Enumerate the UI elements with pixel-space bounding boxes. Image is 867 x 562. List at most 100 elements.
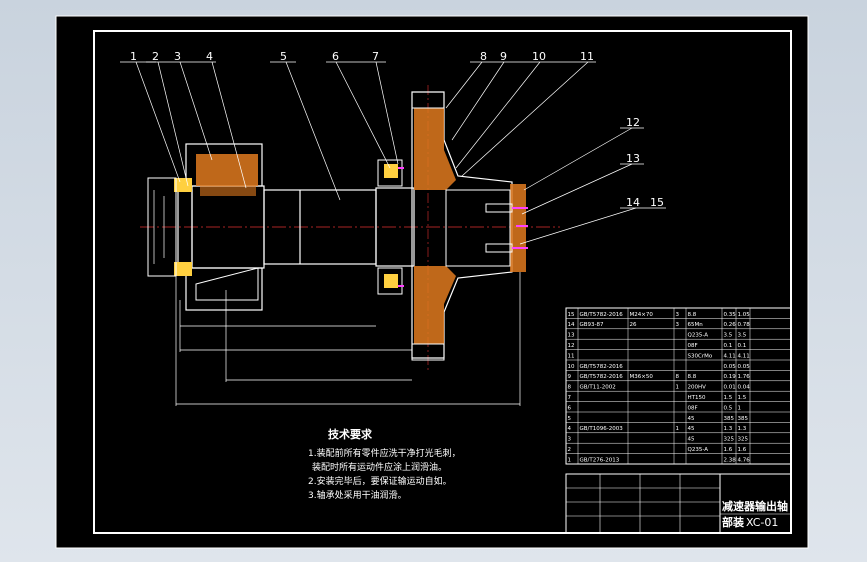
parts-table-cell: 10 <box>568 364 575 370</box>
dimension-lines <box>153 190 521 406</box>
parts-table-cell: 0.5 <box>724 405 733 411</box>
part-label-14: 14 <box>626 196 640 209</box>
parts-table-cell: 1.05 <box>738 312 751 318</box>
parts-table-cell: 08F <box>688 343 698 349</box>
parts-table-cell: 1 <box>568 457 572 463</box>
parts-table-cell: 14 <box>568 322 575 328</box>
parts-table-cell: 1.3 <box>738 426 747 432</box>
parts-table-cell: 8 <box>676 374 680 380</box>
parts-table-cell: 8.8 <box>688 312 697 318</box>
technical-requirements: 技术要求 1.装配前所有零件应洗干净打光毛刺， 装配时所有运动件应涂上润滑油。 … <box>308 427 461 501</box>
parts-table-cell: 0.19 <box>724 374 737 380</box>
part-label-10: 10 <box>532 50 546 63</box>
parts-table-cell: Q235-A <box>688 447 709 453</box>
parts-table-cell: GB93-87 <box>580 322 605 328</box>
parts-table-cell: 08F <box>688 405 698 411</box>
parts-table-cell: 65Mn <box>688 322 704 328</box>
parts-table-cell: 3 <box>568 437 572 443</box>
parts-table-cell: 13 <box>568 333 575 339</box>
tech-requirement-line: 装配时所有运动件应涂上润滑油。 <box>312 461 447 473</box>
parts-table-cell: 6 <box>568 405 572 411</box>
parts-table-cell: 385 <box>724 416 735 422</box>
part-label-7: 7 <box>372 50 379 63</box>
parts-table-cell: 45 <box>688 416 695 422</box>
parts-table-cell: 3 <box>676 312 680 318</box>
parts-table-cell: 4 <box>568 426 572 432</box>
parts-table-cell: 3 <box>676 322 680 328</box>
sheet-outer-frame <box>55 15 809 549</box>
parts-table-cell: 1.76 <box>738 374 751 380</box>
parts-table-cell: 0.05 <box>724 364 737 370</box>
flange-hub <box>411 91 526 361</box>
parts-table-cell: 0.1 <box>724 343 733 349</box>
parts-table-cell: 1.5 <box>724 395 733 401</box>
part-label-6: 6 <box>332 50 339 63</box>
parts-table-row: 6 08F 0.5 1 <box>568 405 742 411</box>
parts-table-cell: 0.78 <box>738 322 751 328</box>
parts-table-cell: 11 <box>568 353 575 359</box>
part-label-1: 1 <box>130 50 137 63</box>
parts-table-cell: 1.5 <box>738 395 747 401</box>
parts-table-cell: S30CrMo <box>688 353 713 359</box>
flange-bolts <box>485 203 528 253</box>
sheet-inner-frame <box>93 30 792 534</box>
gear <box>185 143 263 311</box>
part-label-15: 15 <box>650 196 664 209</box>
parts-table-cell: GB/T5782-2016 <box>580 374 624 380</box>
parts-table-cell: 3.5 <box>738 333 747 339</box>
part-label-13: 13 <box>626 152 640 165</box>
title-block: 减速器输出轴 部装 XC-01 <box>565 473 792 534</box>
parts-table-cell: 8.8 <box>688 374 697 380</box>
parts-table-cell: M36×50 <box>630 374 654 380</box>
parts-table-cell: GB/T1096-2003 <box>580 426 624 432</box>
part-label-3: 3 <box>174 50 181 63</box>
bearing-left <box>147 177 192 277</box>
parts-table-cell: 8 <box>568 385 572 391</box>
parts-table-cell: 9 <box>568 374 572 380</box>
parts-table-cell: 4.76 <box>738 457 751 463</box>
tech-requirement-line: 3.轴承处采用干油润滑。 <box>308 489 407 501</box>
parts-table-cell: 0.1 <box>738 343 747 349</box>
parts-table-cell: 26 <box>630 322 637 328</box>
drawing-subtitle: 部装 <box>722 515 744 529</box>
parts-table-cell: 325 <box>738 437 749 443</box>
drawing-code: XC-01 <box>746 516 778 529</box>
part-label-8: 8 <box>480 50 487 63</box>
tech-requirements-title: 技术要求 <box>328 427 373 441</box>
parts-table-cell: 5 <box>568 416 572 422</box>
leader-lines <box>120 61 666 245</box>
parts-table-cell: 0.05 <box>738 364 751 370</box>
parts-table-cell: 325 <box>724 437 735 443</box>
parts-table-cell: GB/T276-2013 <box>580 457 620 463</box>
part-label-9: 9 <box>500 50 507 63</box>
drawing-title: 减速器输出轴 <box>722 499 788 513</box>
parts-table-cell: 45 <box>688 437 695 443</box>
parts-table-cell: 45 <box>688 426 695 432</box>
part-number-labels: 1 2 3 4 5 6 7 8 9 10 11 12 13 14 15 <box>130 50 664 209</box>
parts-table-cell: 1 <box>676 385 680 391</box>
bearing-right <box>377 159 404 295</box>
parts-table-cell: 0.01 <box>724 385 736 391</box>
part-label-5: 5 <box>280 50 287 63</box>
parts-table-cell: 7 <box>568 395 572 401</box>
parts-table-cell: 200HV <box>688 385 707 391</box>
part-label-2: 2 <box>152 50 159 63</box>
part-label-12: 12 <box>626 116 640 129</box>
parts-table-cell: 4.11 <box>738 353 750 359</box>
parts-table-cell: 1 <box>738 405 742 411</box>
